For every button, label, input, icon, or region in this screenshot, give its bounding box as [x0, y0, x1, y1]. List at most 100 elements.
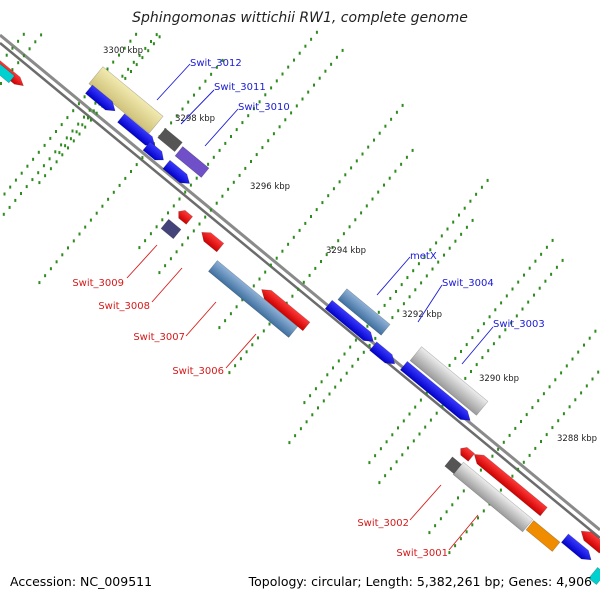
tick-dot	[555, 265, 558, 269]
tick-dot	[299, 427, 302, 431]
gene-label-swit-3003[interactable]: Swit_3003	[493, 319, 545, 330]
cds-forward[interactable]	[142, 141, 167, 164]
tick-dot	[469, 199, 472, 203]
tick-dot	[517, 467, 520, 471]
tick-dot	[441, 404, 444, 408]
tick-dot	[383, 303, 386, 307]
cds-reverse[interactable]	[198, 228, 225, 253]
tick-dot	[304, 221, 307, 225]
cds-reverse[interactable]	[457, 445, 476, 462]
cds-forward[interactable]	[399, 360, 473, 424]
cds-reverse[interactable]	[471, 450, 548, 517]
tick-dot	[20, 171, 23, 175]
gene-feature-grey[interactable]	[452, 461, 534, 533]
tick-dot	[354, 338, 357, 342]
tick-dot	[350, 166, 353, 170]
tick-dot	[207, 162, 210, 166]
tick-dot	[597, 370, 600, 374]
tick-dot	[138, 246, 141, 250]
cds-forward[interactable]	[162, 159, 193, 188]
tick-dot	[28, 47, 31, 51]
tick-dot	[141, 156, 144, 160]
gene-label-swit-3002[interactable]: Swit_3002	[357, 518, 409, 529]
cds-forward[interactable]	[560, 533, 594, 564]
tick-dot	[66, 116, 69, 120]
tick-dot	[379, 447, 382, 451]
tick-dot	[540, 252, 543, 256]
tick-dot	[343, 352, 346, 356]
tick-dot	[377, 190, 380, 194]
cds-right-cyan[interactable]	[588, 566, 600, 586]
tick-dot	[437, 260, 440, 264]
tick-dot	[278, 125, 281, 129]
tick-dot	[457, 496, 459, 500]
tick-dot	[155, 33, 158, 37]
tick-dot	[5, 53, 8, 57]
gene-label-swit-3009[interactable]: Swit_3009	[72, 278, 124, 289]
cds-forward[interactable]	[369, 341, 399, 368]
tick-dot	[284, 118, 287, 122]
gene-label-swit-3011[interactable]: Swit_3011	[214, 82, 266, 93]
gene-feature-steel[interactable]	[208, 260, 298, 338]
tick-dot	[147, 49, 150, 53]
gene-label-swit-3007[interactable]: Swit_3007	[133, 332, 185, 343]
tick-dot	[537, 399, 540, 403]
tick-dot	[132, 60, 135, 64]
gene-label-swit-3008[interactable]: Swit_3008	[98, 301, 150, 312]
tick-dot	[158, 271, 161, 275]
tick-dot	[89, 118, 92, 122]
cds-reverse[interactable]	[175, 208, 194, 225]
tick-dot	[224, 141, 227, 145]
tick-dot	[72, 109, 75, 113]
tick-dot	[81, 123, 84, 127]
tick-dot	[417, 262, 420, 266]
gene-label-metx[interactable]: metX	[410, 251, 437, 262]
tick-dot	[568, 405, 571, 409]
tick-dot	[230, 135, 232, 138]
tick-dot	[247, 114, 250, 118]
tick-dot	[389, 296, 392, 300]
tick-dot	[565, 364, 568, 368]
tick-dot	[394, 169, 397, 173]
tick-dot	[25, 185, 28, 189]
gene-label-swit-3012[interactable]: Swit_3012	[190, 58, 242, 69]
tick-dot	[290, 111, 293, 115]
tick-dot	[368, 461, 371, 465]
gene-feature-navy[interactable]	[160, 218, 182, 240]
tick-dot	[175, 250, 178, 254]
tick-dot	[44, 174, 47, 178]
gene-label-swit-3001[interactable]: Swit_3001	[396, 548, 448, 559]
cds-forward[interactable]	[84, 84, 118, 115]
gene-feature-orange[interactable]	[525, 520, 561, 552]
tick-dot	[443, 253, 445, 257]
rrna-feature-yellow[interactable]	[88, 66, 164, 134]
tick-dot	[418, 432, 421, 436]
tick-dot	[401, 103, 404, 107]
tick-dot	[458, 213, 460, 217]
tick-dot	[34, 40, 37, 44]
tick-dot	[448, 246, 451, 250]
tick-dot	[548, 385, 551, 389]
gene-feature-steel[interactable]	[337, 288, 391, 336]
tick-dot	[406, 276, 409, 280]
tick-dot	[298, 51, 301, 55]
tick-dot	[141, 56, 144, 60]
cds-reverse[interactable]	[258, 285, 311, 332]
tick-dot	[412, 439, 415, 443]
tick-dot	[401, 453, 404, 457]
cds-reverse[interactable]	[578, 527, 600, 554]
tick-dot	[65, 136, 68, 140]
cds-forward[interactable]	[324, 299, 377, 345]
cds-left-cyan[interactable]	[0, 62, 16, 84]
gene-label-swit-3004[interactable]: Swit_3004	[442, 278, 494, 289]
gene-label-swit-3010[interactable]: Swit_3010	[238, 102, 290, 113]
gene-feature-purple[interactable]	[174, 146, 210, 178]
tick-dot	[580, 391, 583, 395]
gene-label-swit-3006[interactable]: Swit_3006	[172, 366, 224, 377]
gene-feature-dark[interactable]	[157, 127, 183, 153]
gene-feature-grey[interactable]	[409, 346, 489, 416]
tick-dot	[355, 159, 358, 163]
tick-dot	[405, 155, 408, 159]
tick-dot	[123, 46, 126, 50]
tick-dot	[275, 256, 278, 260]
